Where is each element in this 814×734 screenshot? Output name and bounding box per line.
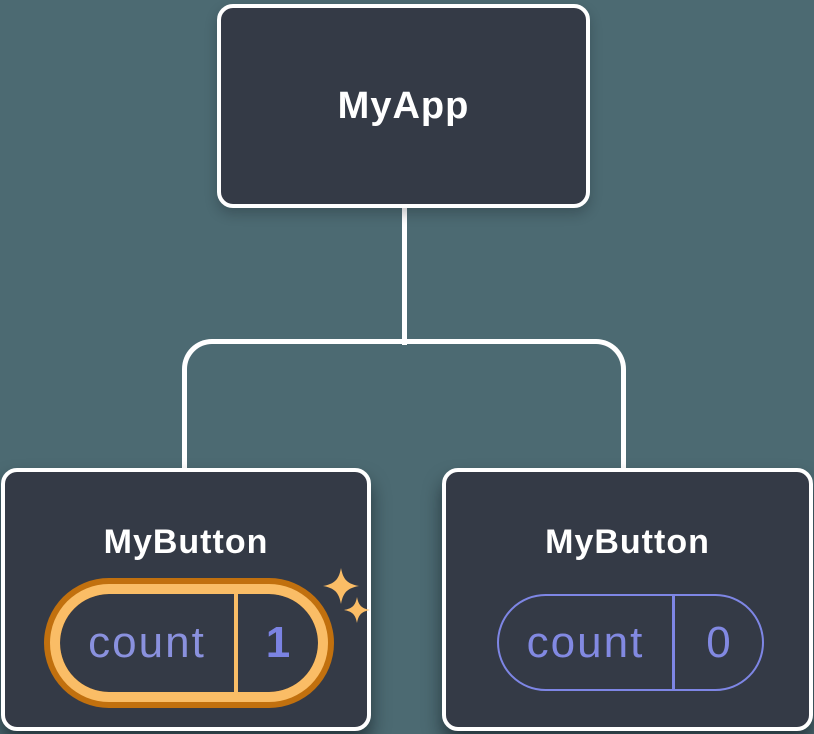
state-pill-divider	[234, 594, 238, 692]
connector-branch-bracket	[182, 339, 626, 468]
state-value: 0	[706, 617, 731, 667]
state-value: 1	[265, 618, 291, 667]
node-label: MyButton	[103, 523, 269, 561]
tree-node-child-right: MyButton count 0	[442, 468, 813, 731]
sparkles-icon	[323, 568, 370, 623]
node-label: MyApp	[337, 84, 470, 127]
state-pill-divider	[672, 596, 675, 689]
state-pill-highlighted: count 1	[60, 594, 318, 692]
state-key-label: count	[88, 618, 206, 667]
tree-node-root: MyApp	[217, 4, 590, 208]
connector-root-line	[402, 204, 407, 345]
node-label: MyButton	[545, 523, 710, 561]
tree-node-child-left: MyButton count 1	[1, 468, 371, 731]
state-key-label: count	[526, 617, 645, 667]
state-pill: count 0	[497, 594, 764, 691]
